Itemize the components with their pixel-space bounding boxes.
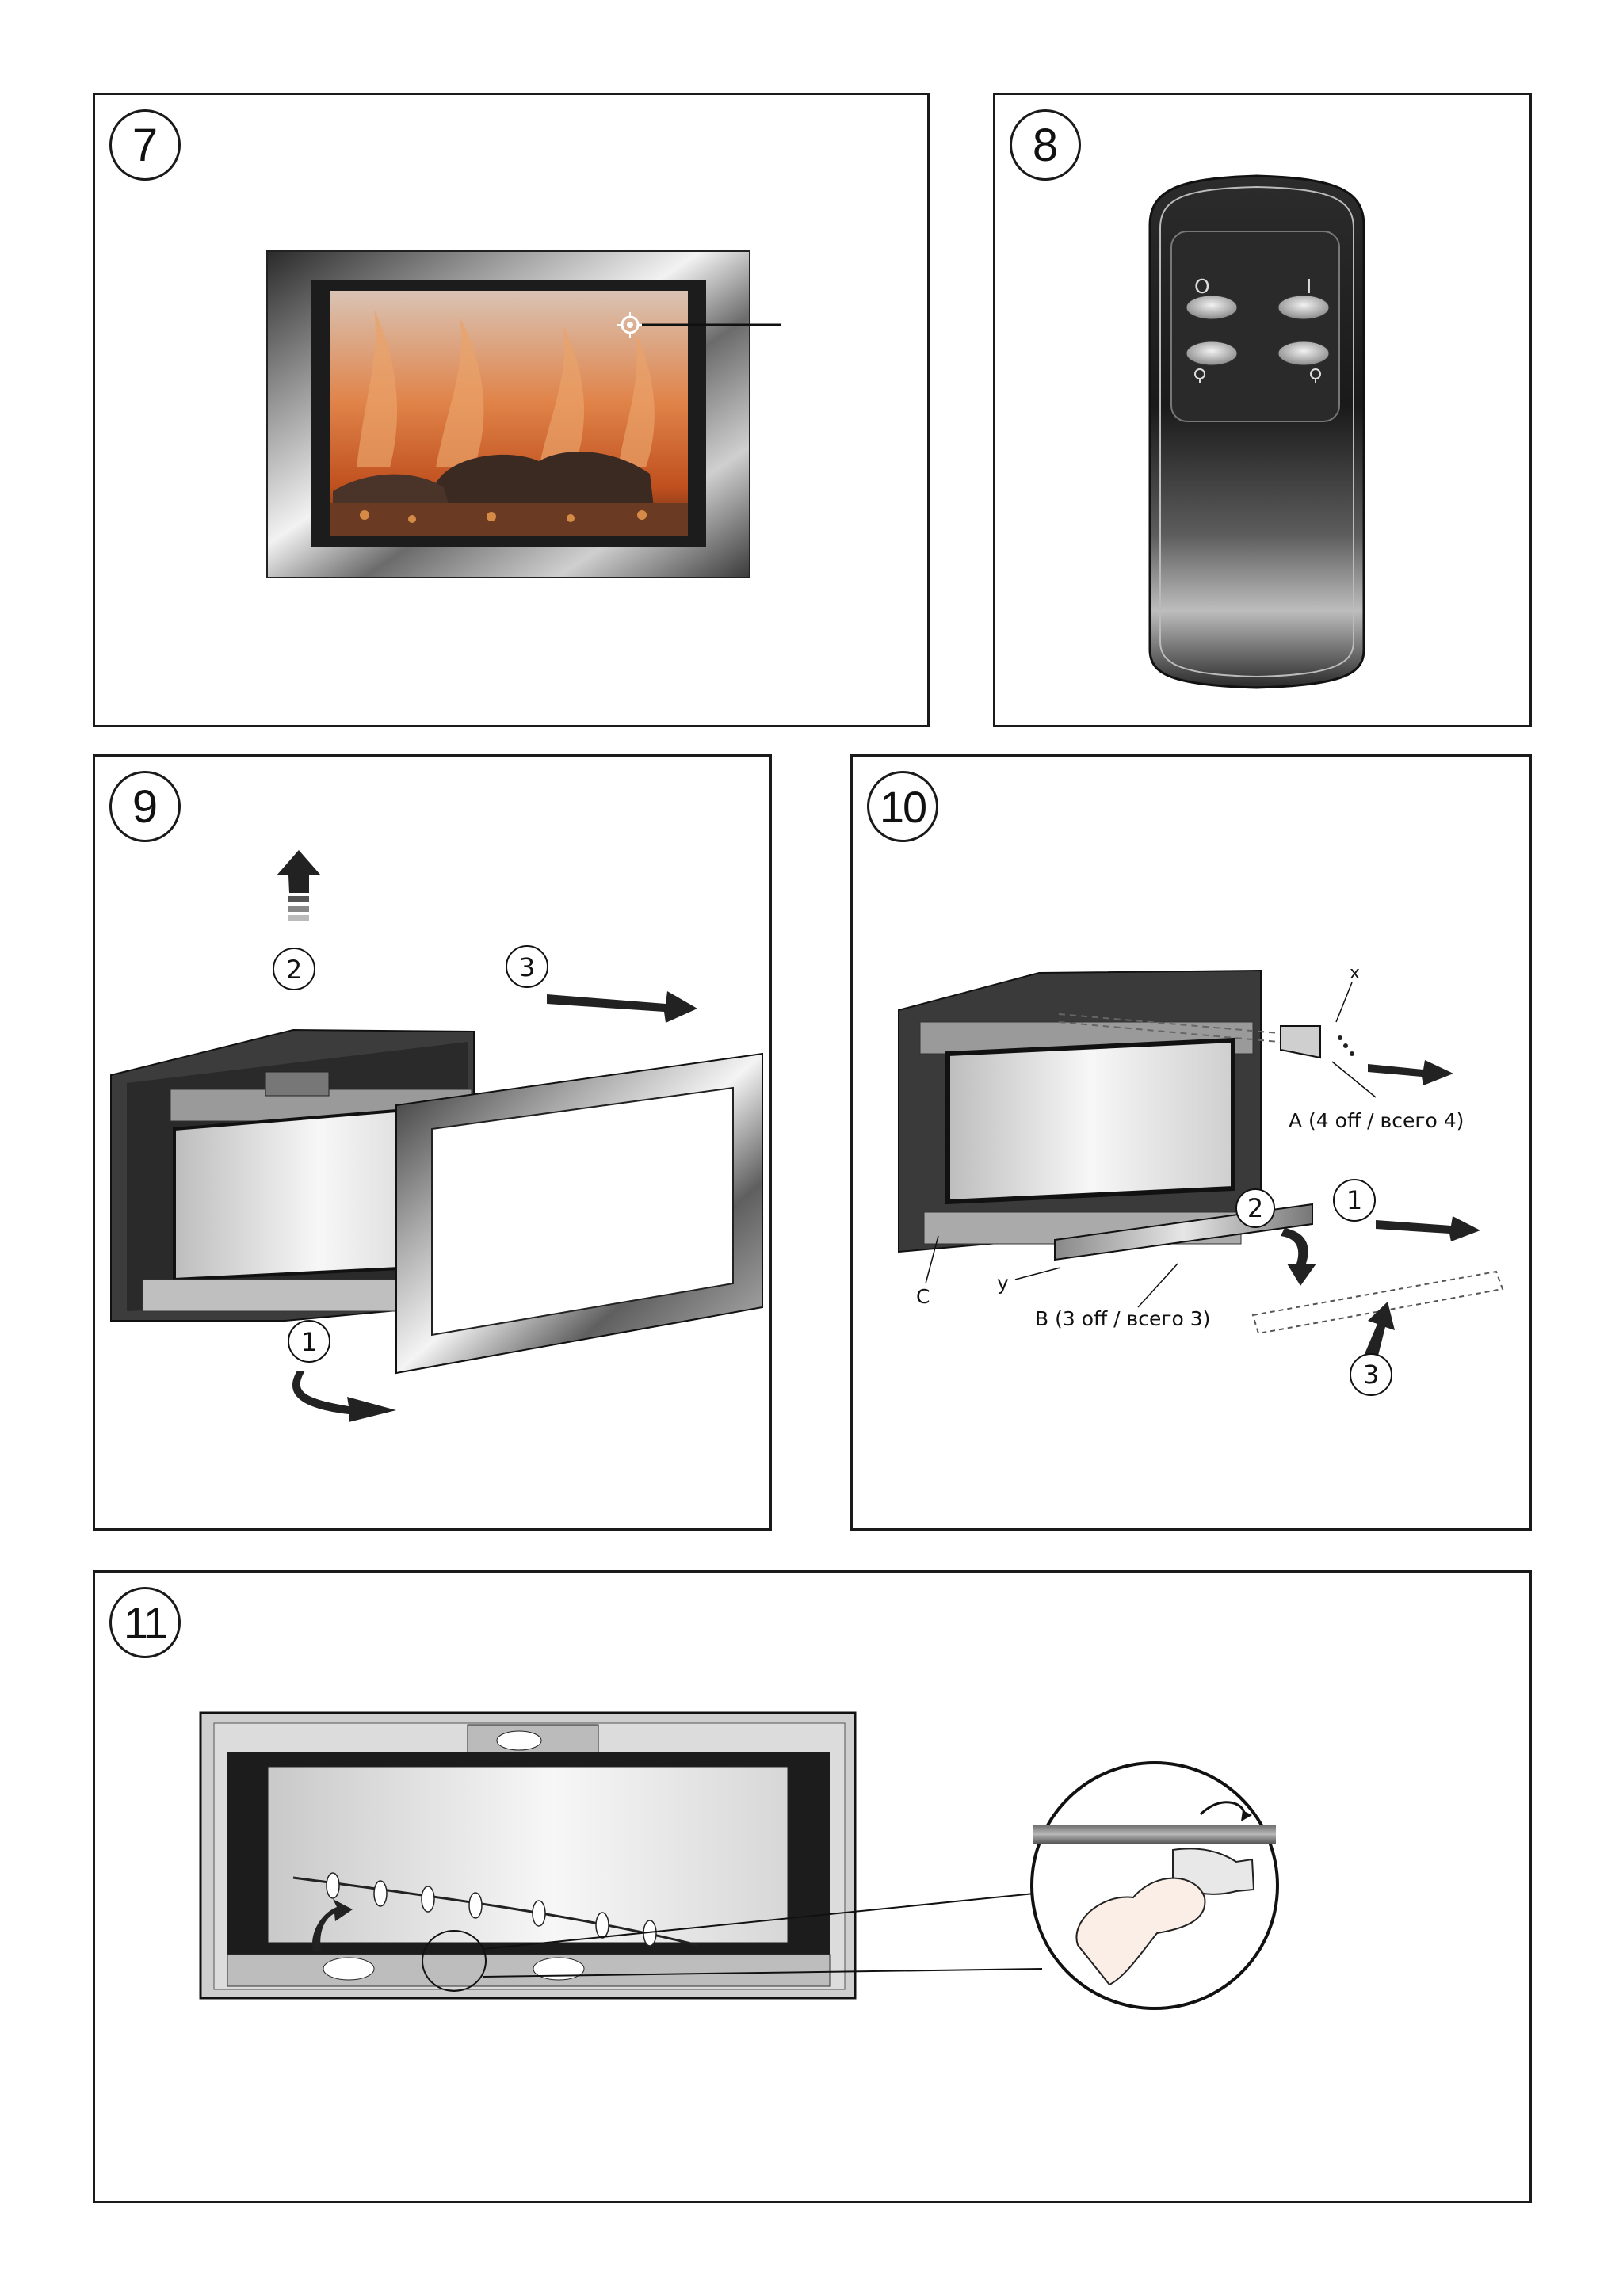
off-symbol: O (1194, 275, 1210, 298)
curved-arrow-icon (312, 1899, 353, 1951)
step-10-number: 10 (867, 771, 938, 842)
label-a: A (4 off / всего 4) (1289, 1109, 1464, 1132)
front-frame-removal-illustration: 2 3 1 (110, 850, 763, 1422)
label-x: x (1350, 963, 1360, 983)
bulb-left (323, 1957, 375, 1981)
step-8-number: 8 (1010, 109, 1081, 181)
up-arrow-icon (277, 850, 321, 921)
step-8-panel: 8 O I (993, 93, 1532, 727)
heat-low-button (1186, 341, 1238, 366)
step-11-number: 11 (109, 1587, 181, 1658)
step-9-panel: 9 (93, 754, 772, 1531)
right-arrow-icon (1376, 1216, 1480, 1241)
step-marker-3: 3 (519, 952, 535, 982)
bracket-x (1280, 1025, 1321, 1059)
label-b: B (3 off / всего 3) (1035, 1307, 1210, 1330)
label-c: C (916, 1285, 930, 1308)
bulb-replacement-illustration (199, 1711, 1279, 2010)
power-on-button (1277, 295, 1330, 320)
step-11-panel: 11 (93, 1570, 1532, 2203)
bulb-center (533, 1957, 585, 1981)
step-marker-2: 2 (1247, 1193, 1263, 1223)
power-off-button (1186, 295, 1238, 320)
label-y: y (997, 1272, 1009, 1295)
step-7-number: 7 (109, 109, 181, 181)
right-arrow-icon (547, 991, 697, 1023)
step-marker-3: 3 (1363, 1360, 1379, 1390)
step-10-panel: 10 x A (4 off / всего 4) (850, 754, 1532, 1531)
on-symbol: I (1306, 275, 1312, 298)
right-arrow-icon (1368, 1060, 1453, 1085)
detail-marker (422, 1930, 487, 1992)
step-marker-1: 1 (301, 1327, 317, 1357)
trim-removal-illustration: x A (4 off / всего 4) 2 1 3 C y B (3 off… (898, 963, 1504, 1396)
fireplace-front-illustration (266, 250, 781, 578)
step-marker-2: 2 (286, 955, 302, 985)
heat-high-button (1277, 341, 1330, 366)
remote-control-illustration: O I (1148, 174, 1365, 689)
step-9-number: 9 (109, 771, 181, 842)
bulb-detail-zoom (1030, 1761, 1279, 2010)
curved-arrow-icon (1281, 1228, 1316, 1286)
step-marker-1: 1 (1346, 1185, 1362, 1215)
up-arrow-icon (1360, 1302, 1395, 1365)
step-7-panel: 7 (93, 93, 930, 727)
curved-arrow-icon (292, 1371, 396, 1422)
